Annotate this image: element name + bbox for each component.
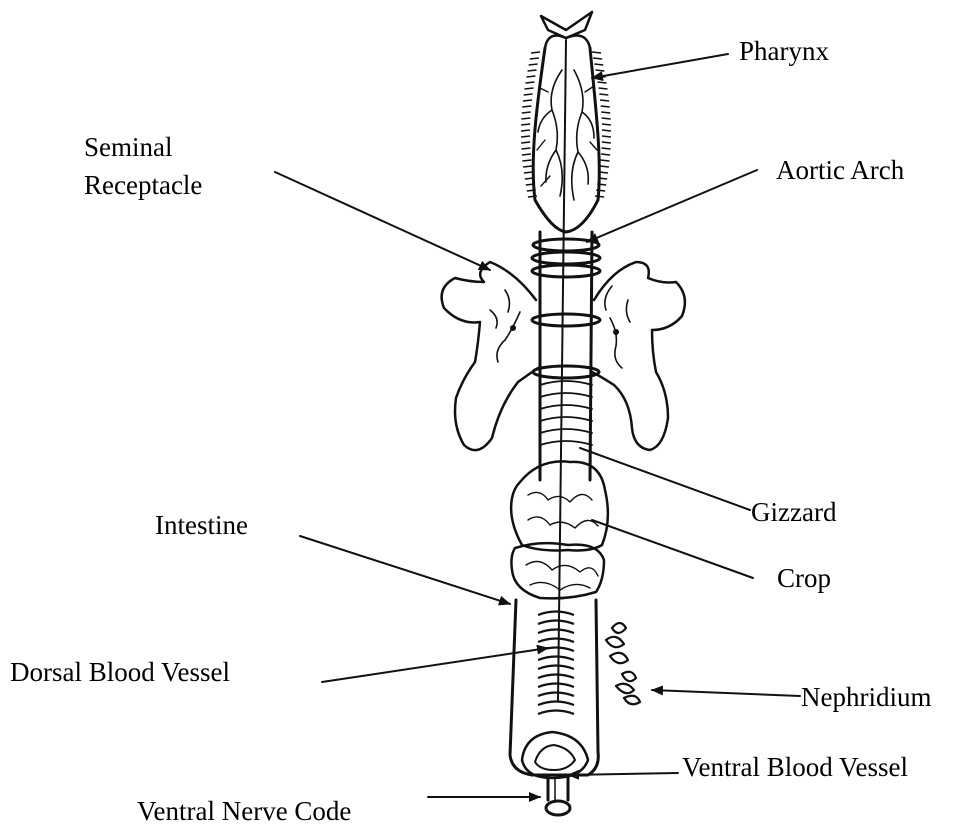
dorsal-vessel-line bbox=[558, 40, 566, 700]
nephridium-shape-upper bbox=[606, 623, 628, 663]
label-gizzard: Gizzard bbox=[751, 497, 836, 527]
label-crop: Crop bbox=[777, 563, 831, 593]
pointer-lines bbox=[275, 54, 800, 797]
nephridium-pointer bbox=[652, 690, 800, 696]
seminal-receptacle-pointer bbox=[275, 172, 490, 270]
intestine-shape bbox=[510, 600, 598, 778]
crop-pointer bbox=[592, 520, 753, 578]
intestine-pointer bbox=[300, 536, 510, 604]
seminal-receptacle-left bbox=[442, 262, 538, 450]
label-seminal-receptacle-line2: Receptacle bbox=[84, 170, 202, 200]
label-nephridium: Nephridium bbox=[801, 682, 931, 712]
label-aortic-arch: Aortic Arch bbox=[776, 155, 904, 185]
gizzard-coils bbox=[540, 381, 592, 445]
label-seminal-receptacle-line1: Seminal bbox=[84, 132, 173, 162]
label-ventral-nerve-code: Ventral Nerve Code bbox=[137, 796, 351, 826]
pharynx-pointer bbox=[592, 54, 728, 78]
ventral-blood-vessel-pointer bbox=[568, 773, 678, 775]
label-dorsal-blood-vessel: Dorsal Blood Vessel bbox=[10, 657, 230, 687]
label-intestine: Intestine bbox=[155, 510, 248, 540]
label-pharynx: Pharynx bbox=[739, 36, 829, 66]
gizzard-pointer bbox=[580, 448, 750, 510]
label-ventral-blood-vessel: Ventral Blood Vessel bbox=[682, 752, 908, 782]
nephridium-shape-lower bbox=[616, 672, 640, 705]
aortic-arch-pointer bbox=[587, 170, 757, 242]
ventral-tail bbox=[546, 775, 570, 815]
seminal-receptacle-right bbox=[592, 262, 685, 450]
